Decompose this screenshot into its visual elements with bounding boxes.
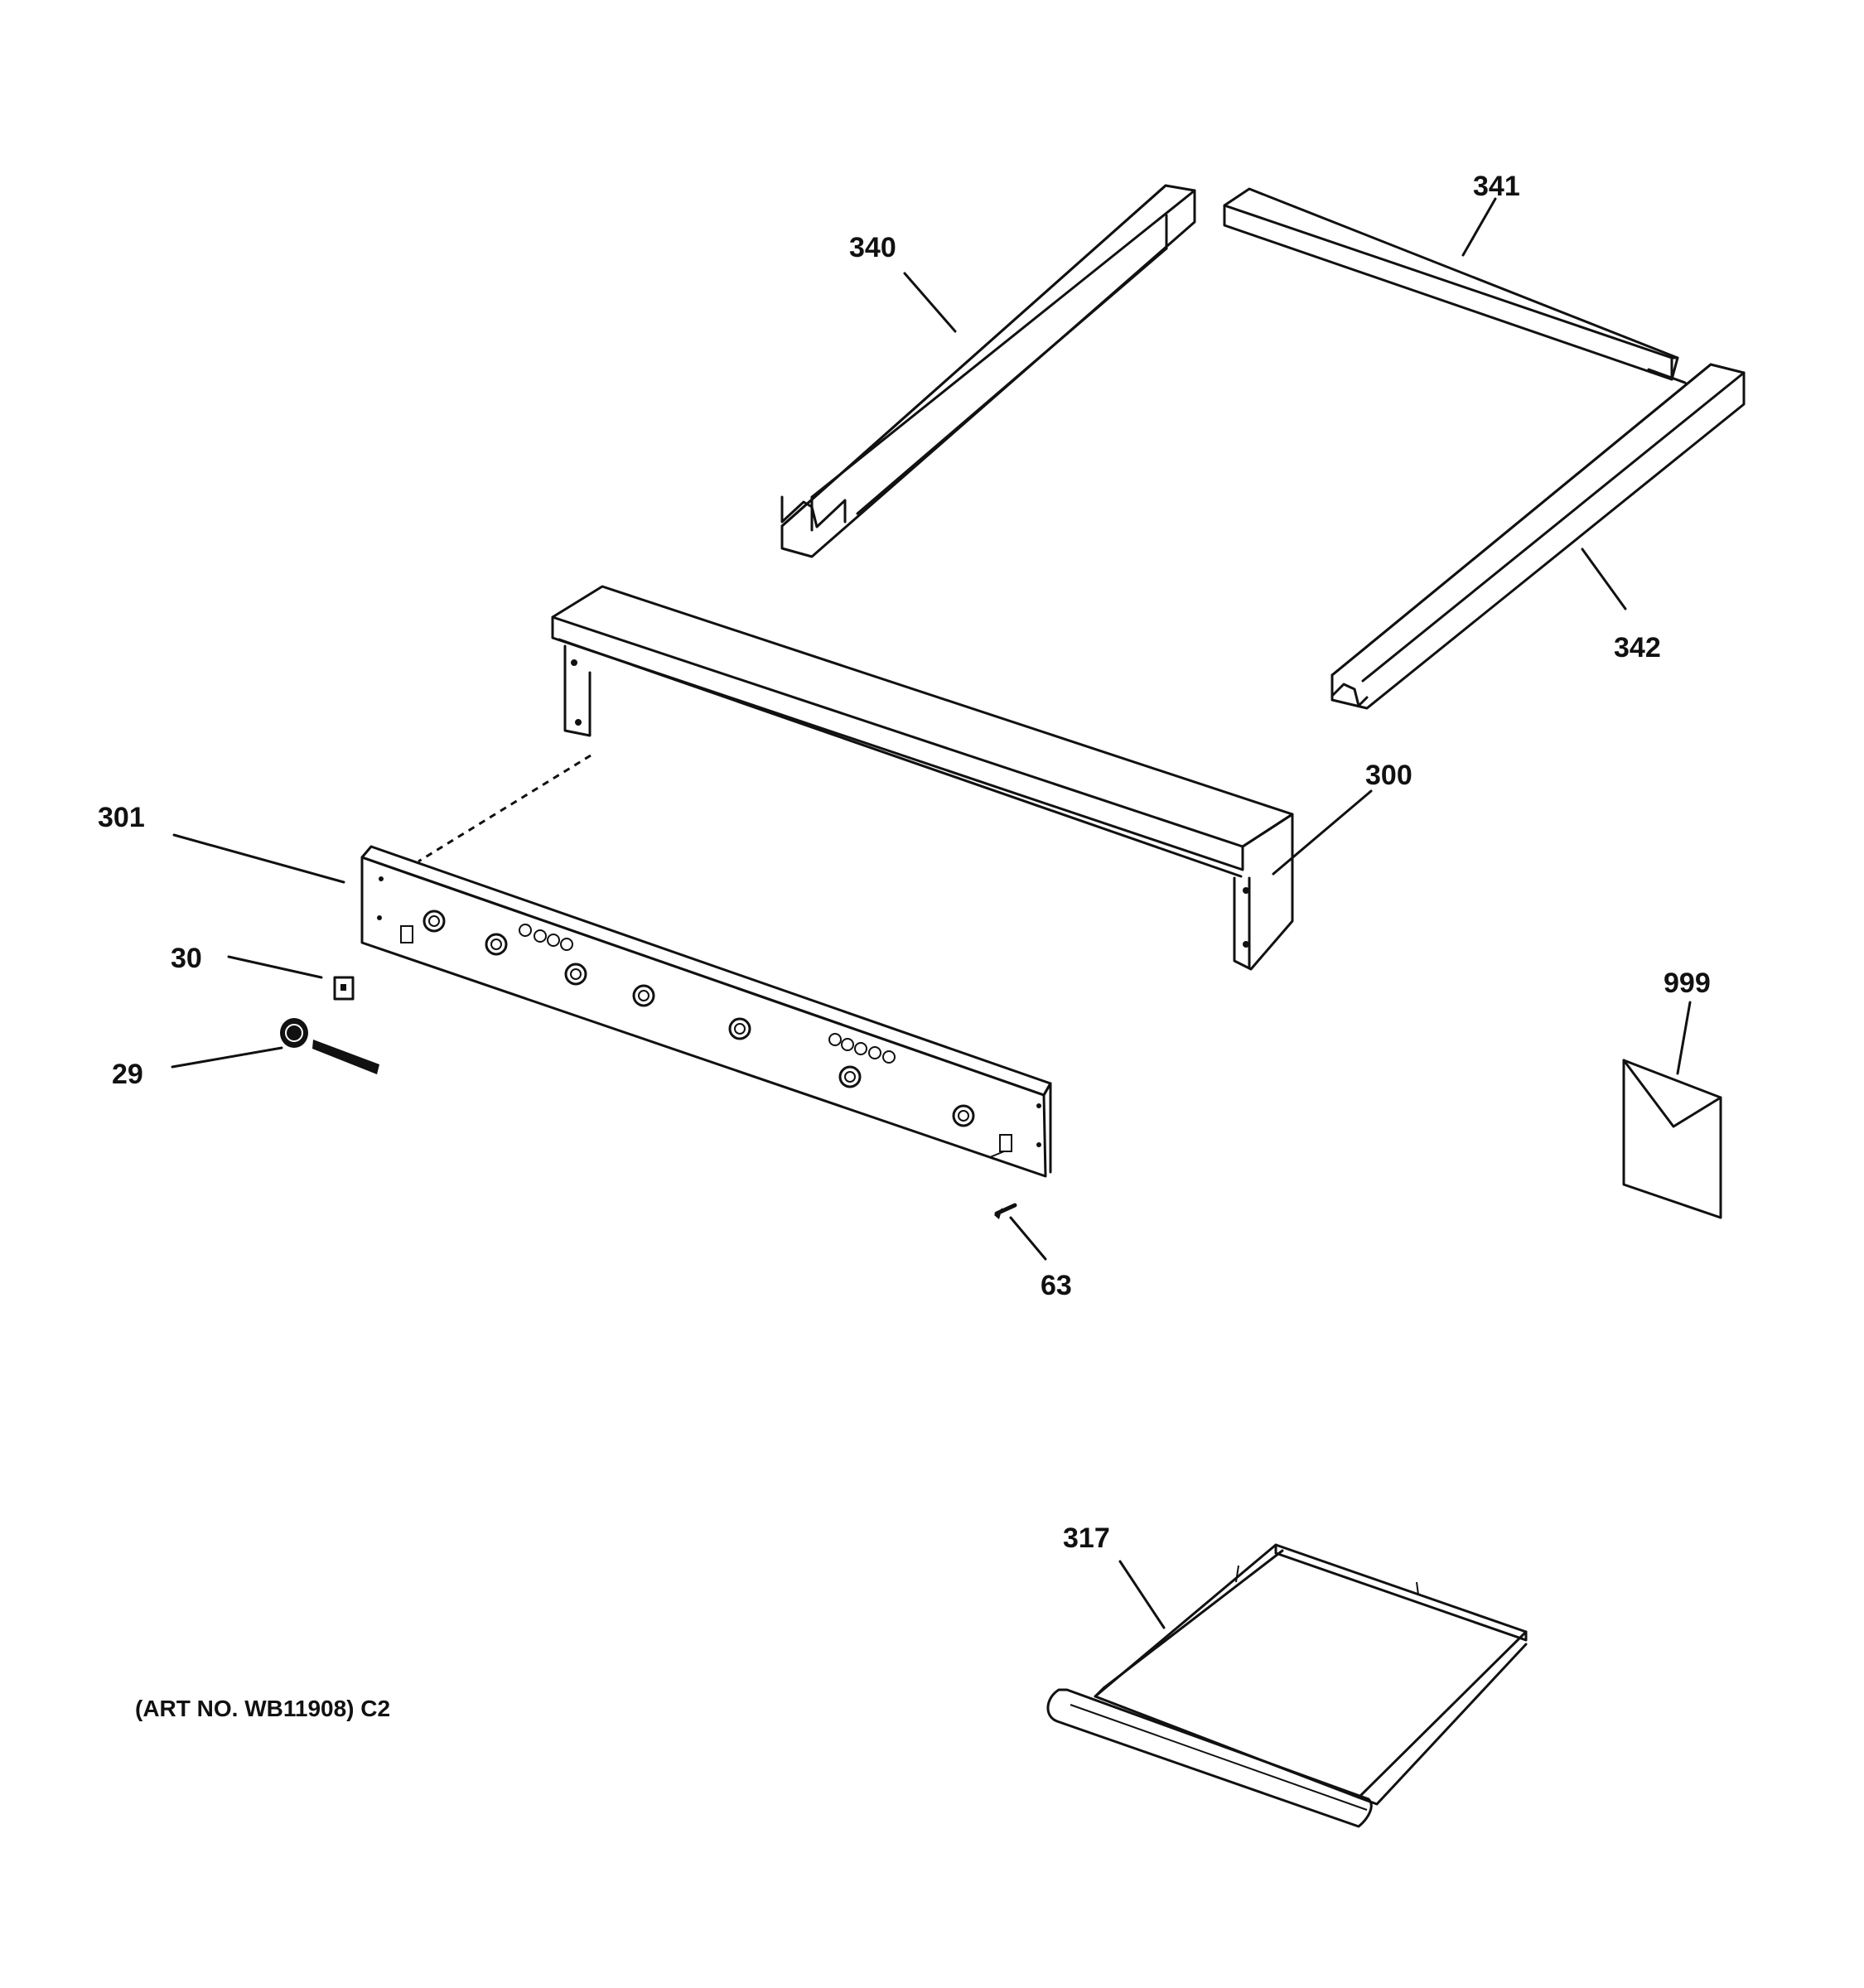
callout-999: 999: [1664, 967, 1711, 999]
leader-341: [1461, 197, 1497, 257]
part-341-rear-rail: [1223, 187, 1687, 384]
leader-317: [1118, 1560, 1166, 1629]
leader-63: [1009, 1216, 1047, 1261]
part-300-backguard: [551, 585, 1294, 971]
leader-29: [171, 1046, 283, 1069]
callout-342: 342: [1614, 632, 1661, 663]
assembly-dashed-line: [418, 754, 592, 863]
callout-341: 341: [1473, 171, 1520, 202]
leader-301: [172, 833, 345, 884]
part-30-badge: [333, 976, 355, 1001]
part-63-screw: [994, 1203, 1017, 1219]
part-999-envelope-icon: [1622, 1059, 1722, 1219]
part-29-nameplate: [280, 1018, 379, 1074]
callout-30: 30: [171, 943, 202, 974]
callout-301: 301: [98, 802, 145, 833]
part-317-drawer: [1046, 1543, 1528, 1828]
part-340-side-rail: [780, 184, 1196, 558]
leader-340: [903, 272, 957, 333]
callout-29: 29: [112, 1059, 143, 1090]
leader-30: [227, 955, 323, 979]
callout-340: 340: [849, 232, 896, 263]
callout-300: 300: [1365, 760, 1412, 791]
leader-300: [1272, 789, 1373, 876]
part-342-side-rail: [1330, 363, 1746, 710]
callout-317: 317: [1063, 1522, 1110, 1554]
part-301-control-panel: [360, 845, 1052, 1178]
callout-63: 63: [1041, 1270, 1072, 1301]
leader-999: [1676, 1001, 1692, 1075]
art-number: (ART NO. WB11908) C2: [135, 1696, 390, 1721]
leader-342: [1581, 548, 1627, 610]
